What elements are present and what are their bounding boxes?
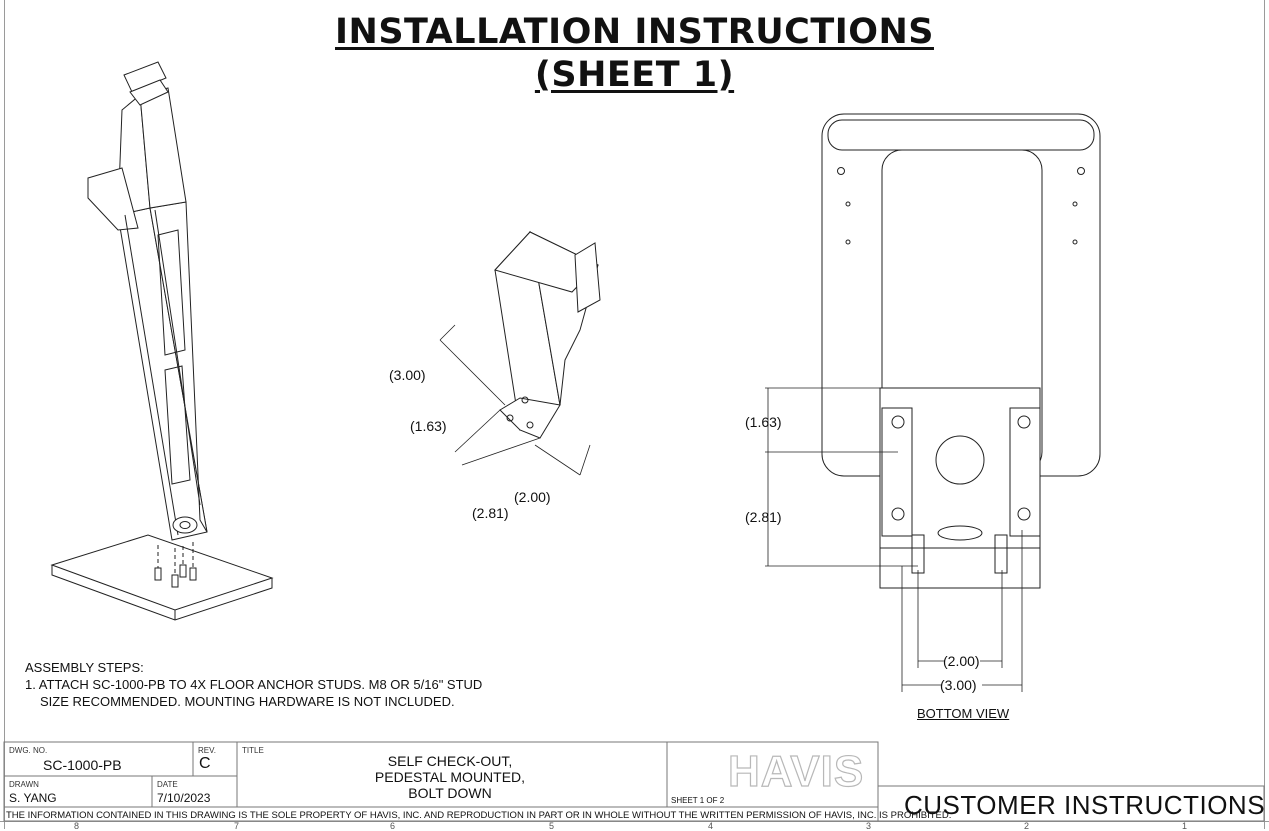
assembly-notes: ASSEMBLY STEPS: 1. ATTACH SC-1000-PB TO …	[25, 659, 482, 710]
page-title: INSTALLATION INSTRUCTIONS	[0, 12, 1269, 52]
iso-dim-width: (2.00)	[514, 489, 551, 505]
bv-hole-mr	[1072, 201, 1078, 207]
anchor-stud-1	[154, 567, 162, 581]
iso-dim-width-ext	[579, 444, 591, 476]
bottom-view-drawing	[765, 113, 1101, 692]
title-label: TITLE	[242, 746, 264, 755]
bv-slot	[937, 525, 983, 541]
bottom-view-label: BOTTOM VIEW	[917, 706, 1010, 721]
iso-dim-offset-line	[454, 409, 501, 453]
bv-hole-tl	[837, 167, 845, 175]
sheet-number: SHEET 1 OF 2	[671, 796, 725, 805]
column-slot-1	[157, 229, 186, 356]
iso-dim-depth: (3.00)	[389, 367, 426, 383]
date-label: DATE	[157, 780, 178, 789]
top-mount-block	[129, 79, 169, 106]
top-mount-plate	[123, 61, 167, 93]
bv-bolt-tr	[1017, 415, 1031, 429]
rev-label: REV.	[198, 746, 216, 755]
bv-dim-spacing: (2.81)	[745, 509, 782, 525]
drawn-value: S. YANG	[9, 791, 57, 805]
bv-bolt-br	[1017, 507, 1031, 521]
bv-bolt-tl	[891, 415, 905, 429]
column-base-cap	[172, 516, 198, 534]
title-block-frame	[3, 741, 879, 822]
shelf-bracket	[87, 167, 139, 231]
zone-6: 6	[390, 821, 396, 831]
bv-bracket-right	[1009, 407, 1041, 537]
drawing-title-line1: SELF CHECK-OUT,	[387, 753, 513, 769]
sheet-border-right	[1264, 0, 1265, 829]
anchor-stud-2	[171, 574, 179, 588]
page-subtitle: (SHEET 1)	[0, 55, 1269, 95]
customer-block-frame	[877, 785, 1265, 822]
sheet-border-left	[4, 0, 5, 829]
zone-4: 4	[708, 821, 714, 831]
drawing-title: SELF CHECK-OUT, PEDESTAL MOUNTED, BOLT D…	[300, 753, 600, 801]
isometric-base-detail	[439, 230, 601, 476]
detail-hole-1	[506, 414, 514, 422]
iso-dim-offset: (1.63)	[410, 418, 447, 434]
drawing-title-line3: BOLT DOWN	[408, 785, 492, 801]
anchor-stud-3	[179, 564, 187, 578]
drawn-label: DRAWN	[9, 780, 39, 789]
drawing-title-line2: PEDESTAL MOUNTED,	[374, 769, 526, 785]
column-slot-2	[164, 365, 191, 485]
bv-hole-tr	[1077, 167, 1085, 175]
bv-hole-lr	[1072, 239, 1078, 245]
iso-dim-depth-ext	[439, 324, 456, 341]
date-value: 7/10/2023	[157, 791, 211, 805]
detail-top	[494, 231, 599, 293]
bv-hole-ml	[845, 201, 851, 207]
bv-dim-offset: (1.63)	[745, 414, 782, 430]
iso-dim-width-line	[534, 444, 581, 476]
title-line2: (SHEET 1)	[534, 55, 735, 95]
havis-logo: HAVIS	[727, 746, 865, 796]
title-block-lines	[3, 741, 1265, 822]
detail-foot	[499, 397, 561, 439]
zone-1: 1	[1182, 821, 1188, 831]
detail-hole-2	[526, 421, 534, 429]
customer-instructions-label: CUSTOMER INSTRUCTIONS	[904, 790, 1266, 820]
bv-dim-inner-width: (2.00)	[943, 653, 980, 669]
zone-3: 3	[866, 821, 872, 831]
column-edge-1	[124, 214, 179, 536]
detail-bracket	[574, 242, 601, 313]
bv-center-hub	[935, 435, 985, 485]
bv-hole-ll	[845, 239, 851, 245]
dwg-no-value: SC-1000-PB	[43, 757, 122, 773]
iso-dim-depth-line	[439, 339, 506, 406]
zone-7: 7	[234, 821, 240, 831]
zone-5: 5	[549, 821, 555, 831]
zone-2: 2	[1024, 821, 1030, 831]
bv-dim-outer-width: (3.00)	[940, 677, 977, 693]
dwg-no-label: DWG. NO.	[9, 746, 48, 755]
detail-hole-3	[521, 396, 529, 404]
column-edge-2	[154, 209, 201, 506]
rev-value: C	[199, 755, 211, 772]
notes-step1-line1: 1. ATTACH SC-1000-PB TO 4X FLOOR ANCHOR …	[25, 677, 483, 692]
bv-bolt-bl	[891, 507, 905, 521]
bv-tab-right	[994, 534, 1008, 574]
anchor-stud-4	[189, 567, 197, 581]
bv-bracket-left	[881, 407, 913, 537]
title-line1: INSTALLATION INSTRUCTIONS	[335, 12, 934, 52]
proprietary-notice: THE INFORMATION CONTAINED IN THIS DRAWIN…	[6, 810, 952, 821]
isometric-pedestal-view	[50, 61, 274, 621]
zone-8: 8	[74, 821, 80, 831]
iso-dim-spacing: (2.81)	[472, 505, 509, 521]
notes-heading: ASSEMBLY STEPS:	[25, 660, 144, 675]
iso-dim-spacing-line	[461, 437, 541, 466]
notes-step1-line2: SIZE RECOMMENDED. MOUNTING HARDWARE IS N…	[40, 694, 455, 709]
column-base-hole	[179, 521, 191, 529]
